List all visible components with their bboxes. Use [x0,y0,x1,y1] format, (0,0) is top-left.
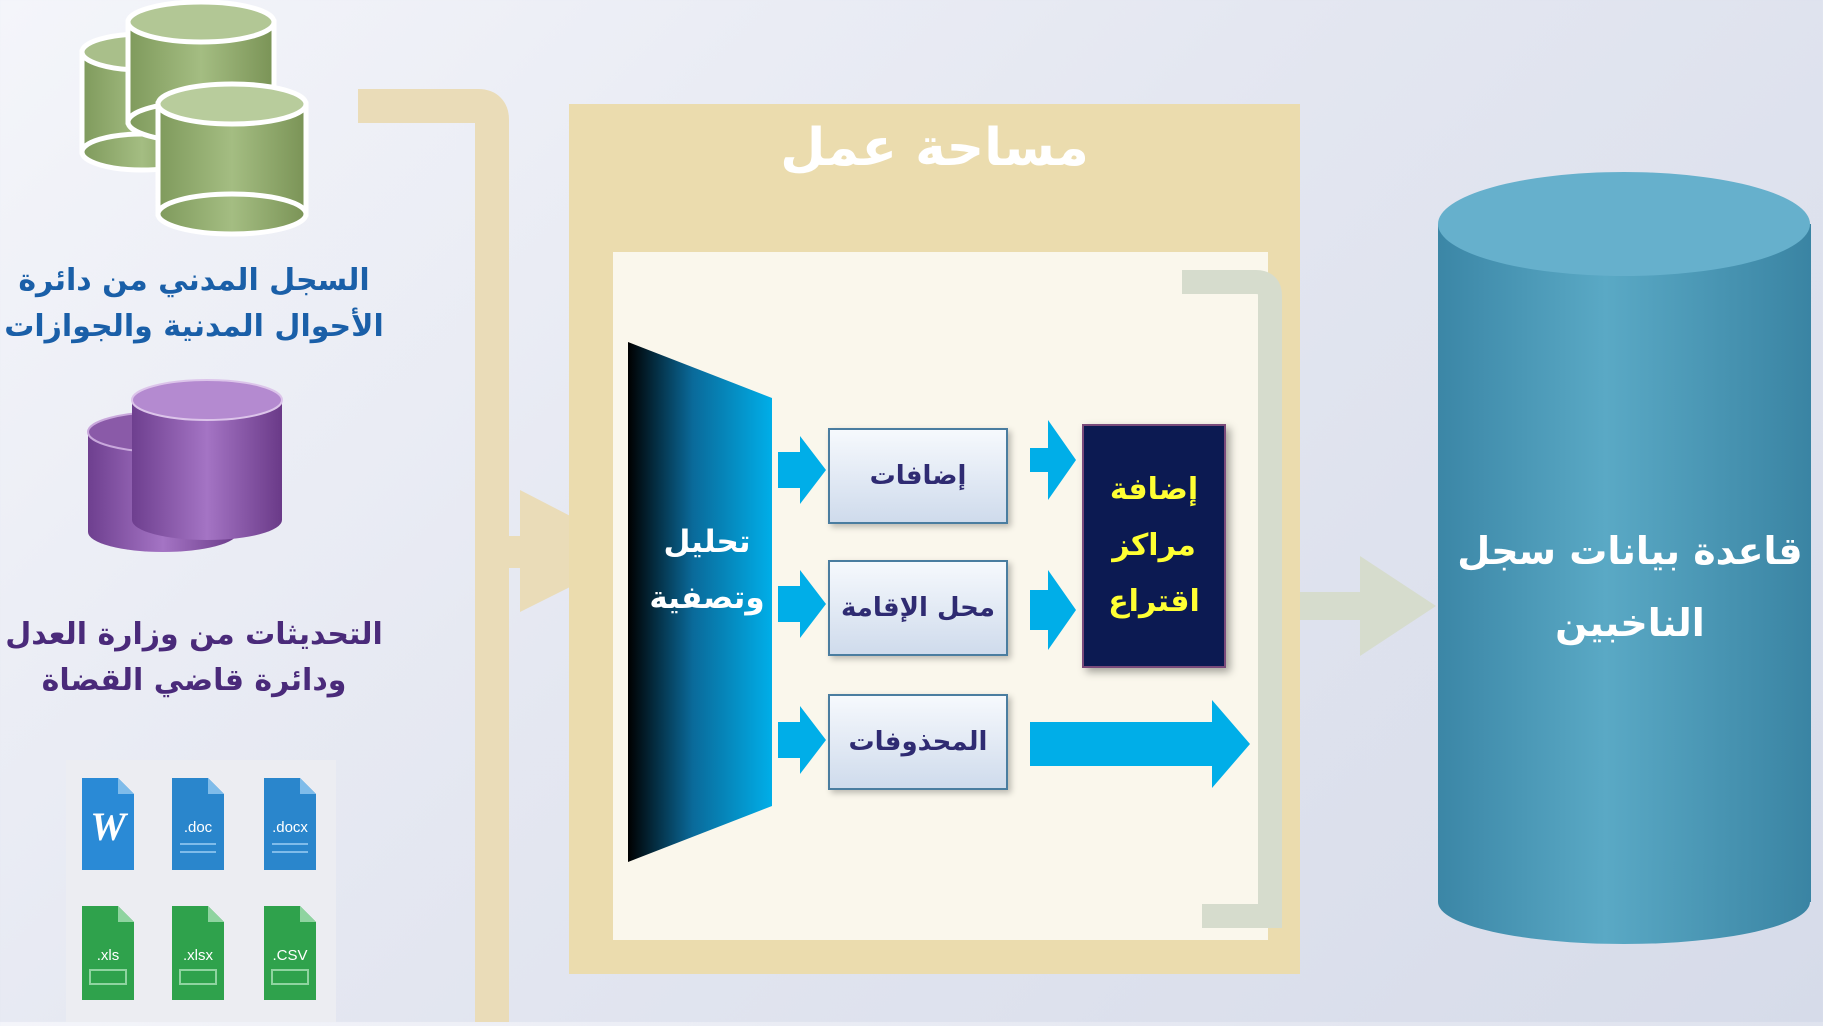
add-centers-line1: إضافة [1109,472,1199,507]
workspace-title: مساحة عمل [780,118,1089,178]
file-icons-grid: W .doc .docx .xls .xlsx [82,778,316,1000]
step-deletions: المحذوفات [828,694,1008,790]
justice-updates-label: التحديثات من وزارة العدل ودائرة قاضي الق… [4,612,384,704]
sources-merge-bracket [358,89,640,1022]
analysis-filter-label: تحليل وتصفية [642,514,772,626]
xls-file-icon: .xls [82,906,134,1000]
xls-file-label: .xls [97,947,120,964]
doc-file-label: .doc [184,819,213,836]
add-centers-line3: اقتراع [1108,584,1200,619]
analysis-funnel-front [628,342,772,862]
docx-file-icon: .docx [264,778,316,870]
flow-arrows-front [778,420,1250,788]
add-centers-line2: مراكز [1112,528,1196,563]
voter-db-label: قاعدة بيانات سجل الناخبين [1440,515,1820,659]
justice-updates-line2: ودائرة قاضي القضاة [41,663,347,698]
file-types-panel: W .doc .docx .xls .xlsx [66,760,336,1022]
docx-file-label: .docx [272,819,308,836]
xlsx-file-icon: .xlsx [172,906,224,1000]
analysis-line1: تحليل [663,524,751,560]
voter-db-line1: قاعدة بيانات سجل [1457,529,1803,573]
civil-registry-db-icon [79,0,309,237]
step-residence-label: محل الإقامة [840,593,996,623]
voter-db-cylinder [1438,172,1811,944]
csv-file-icon: .CSV [264,906,316,1000]
csv-file-label: .CSV [272,947,307,964]
svg-text:W: W [90,804,128,849]
step-residence: محل الإقامة [828,560,1008,656]
civil-registry-label: السجل المدني من دائرة الأحوال المدنية وا… [4,258,384,350]
voter-db-line2: الناخبين [1555,601,1705,645]
step-additions: إضافات [828,428,1008,524]
doc-file-icon: .doc [172,778,224,870]
step-deletions-label: المحذوفات [848,727,988,757]
justice-updates-db-icon [87,379,283,552]
justice-updates-line1: التحديثات من وزارة العدل [5,617,383,652]
add-polling-centers-box: إضافة مراكز اقتراع [1082,424,1226,668]
xlsx-file-label: .xlsx [183,947,214,964]
step-additions-label: إضافات [869,461,967,491]
civil-registry-line1: السجل المدني من دائرة [18,263,370,298]
word-file-icon: W [82,778,134,870]
civil-registry-line2: الأحوال المدنية والجوازات [4,309,384,344]
workspace-output-bracket-front [1182,270,1282,928]
output-to-db-arrow [1294,556,1436,656]
analysis-line2: وتصفية [649,580,765,616]
